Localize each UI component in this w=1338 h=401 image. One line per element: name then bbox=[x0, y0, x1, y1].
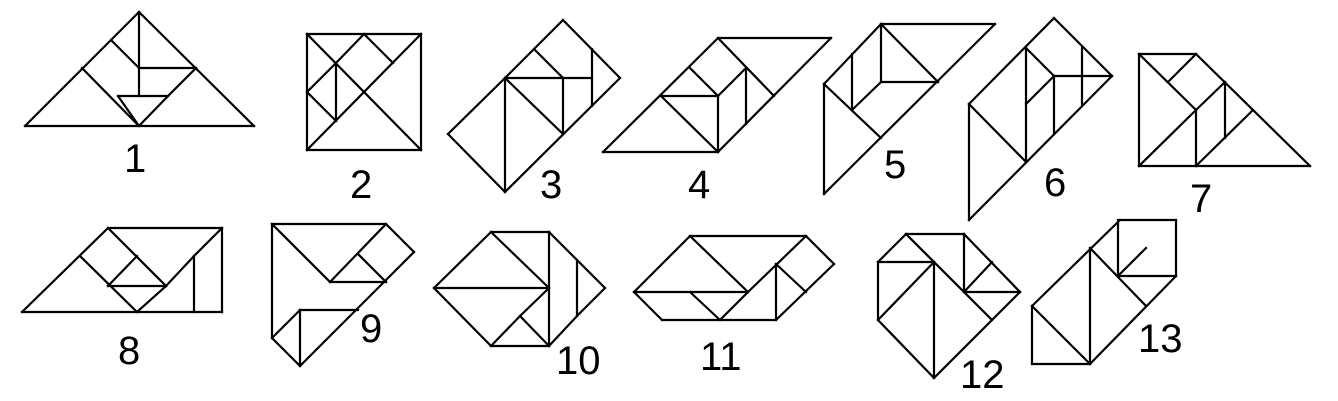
figure-5-shape bbox=[822, 22, 997, 196]
figure-13-shape bbox=[1030, 218, 1178, 366]
figure-6-shape bbox=[967, 16, 1114, 222]
figure-8-label: 8 bbox=[118, 329, 140, 373]
figure-4-shape bbox=[601, 36, 833, 154]
figure-9-shape bbox=[270, 222, 416, 368]
figure-11-shape bbox=[632, 234, 836, 322]
figure-11-label: 11 bbox=[700, 335, 742, 379]
figure-9-label: 9 bbox=[360, 307, 382, 351]
figure-1-shape bbox=[23, 10, 256, 128]
figure-1-label: 1 bbox=[124, 137, 146, 181]
figure-5-label: 5 bbox=[884, 143, 906, 187]
figure-7-shape bbox=[1137, 52, 1312, 168]
figure-7-label: 7 bbox=[1190, 177, 1212, 221]
figure-4-label: 4 bbox=[688, 163, 710, 207]
figure-13-label: 13 bbox=[1138, 317, 1183, 361]
figure-2-label: 2 bbox=[350, 163, 372, 207]
figure-12-shape bbox=[876, 232, 1022, 380]
figure-2-shape bbox=[305, 32, 423, 152]
figure-3-shape bbox=[446, 18, 622, 194]
figure-8-shape bbox=[20, 226, 224, 314]
figure-10-label: 10 bbox=[556, 339, 601, 383]
figure-12-label: 12 bbox=[960, 353, 1005, 397]
figure-6-label: 6 bbox=[1044, 161, 1066, 205]
figure-10-shape bbox=[432, 230, 607, 348]
figure-3-label: 3 bbox=[540, 163, 562, 207]
